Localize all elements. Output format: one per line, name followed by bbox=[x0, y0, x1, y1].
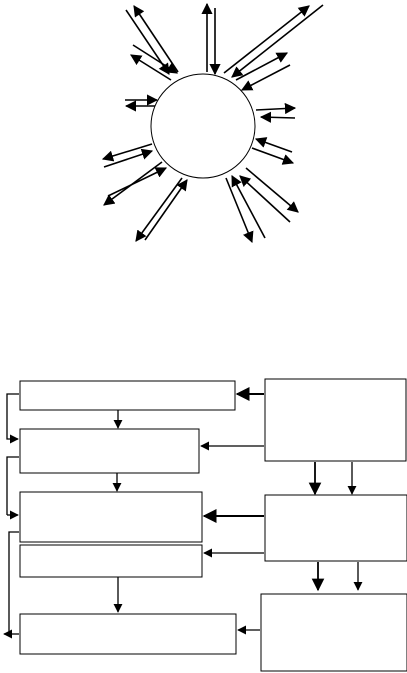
arrow-out bbox=[245, 167, 299, 213]
arrow-in bbox=[241, 64, 291, 91]
block-7 bbox=[264, 494, 407, 562]
arrow-out bbox=[135, 177, 183, 242]
arrow-in bbox=[259, 111, 296, 123]
arrow-in bbox=[231, 175, 266, 239]
hub-circle bbox=[150, 73, 256, 179]
arrow-in bbox=[144, 179, 188, 241]
block-diagram bbox=[3, 378, 407, 672]
block-6 bbox=[264, 378, 407, 462]
arrow-out bbox=[225, 177, 254, 244]
feedback-bracket bbox=[6, 456, 19, 515]
arrow-out bbox=[255, 102, 297, 115]
arrow-out bbox=[101, 143, 153, 162]
hub-diagram bbox=[101, 2, 324, 244]
block-2 bbox=[19, 428, 200, 474]
block-3 bbox=[19, 491, 203, 543]
arrow-in bbox=[103, 148, 154, 168]
arrow-out bbox=[235, 52, 288, 81]
block-5 bbox=[19, 613, 237, 655]
arrow-in bbox=[107, 167, 168, 197]
arrow-out bbox=[223, 5, 310, 74]
arrow-in bbox=[254, 137, 293, 153]
arrow-in bbox=[239, 175, 291, 223]
arrow-in bbox=[231, 4, 324, 78]
feedback-bracket bbox=[8, 531, 19, 634]
block-arrows bbox=[3, 387, 363, 639]
arrow-out bbox=[251, 147, 295, 165]
arrow-out bbox=[130, 54, 172, 81]
block-8 bbox=[260, 593, 407, 672]
feedback-bracket bbox=[6, 393, 19, 440]
block-4 bbox=[19, 544, 203, 578]
arrow-in bbox=[132, 44, 178, 74]
hub-arrows bbox=[101, 2, 324, 244]
arrow-out bbox=[133, 5, 179, 73]
block-1 bbox=[19, 380, 236, 411]
